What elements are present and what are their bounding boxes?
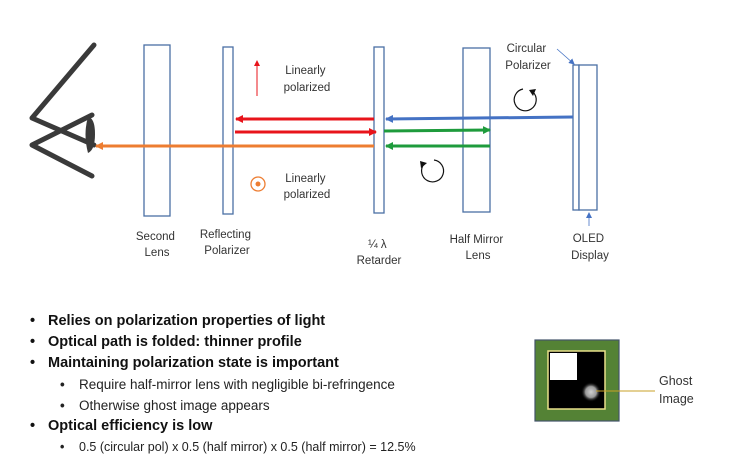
quarter-wave-retarder-element bbox=[373, 46, 385, 214]
sub-bullet-item: •Require half-mirror lens with negligibl… bbox=[60, 377, 395, 392]
linear-bottom-label: Linearly polarized bbox=[284, 173, 331, 201]
reflecting-polarizer-label: Reflecting Polarizer bbox=[200, 229, 254, 257]
circular-polarization-ccw-icon bbox=[420, 159, 445, 183]
second-lens-label: Second Lens bbox=[136, 231, 178, 259]
out-of-plane-polarization-icon bbox=[250, 176, 266, 192]
ghost-inset-bright-patch bbox=[550, 353, 577, 380]
bullet-list: •Relies on polarization properties of li… bbox=[28, 311, 416, 458]
bullet-item: •Optical path is folded: thinner profile bbox=[30, 334, 302, 350]
second-lens-element bbox=[143, 44, 171, 217]
quarter-wave-retarder-label: ¼ λ Retarder bbox=[357, 239, 402, 267]
bullet-item: •Optical efficiency is low bbox=[30, 418, 213, 434]
reflecting-polarizer-element bbox=[222, 46, 234, 215]
ghost-image-label: Ghost Image bbox=[659, 374, 696, 406]
sub-bullet-item: •0.5 (circular pol) x 0.5 (half mirror) … bbox=[60, 440, 416, 454]
circular-polarizer-label: Circular Polarizer bbox=[505, 43, 551, 72]
bullet-item: •Relies on polarization properties of li… bbox=[30, 313, 326, 329]
bullet-item: •Maintaining polarization state is impor… bbox=[30, 355, 339, 371]
circular-polarizer-element bbox=[572, 64, 580, 211]
linear-top-label: Linearly polarized bbox=[284, 65, 331, 94]
circular-polarization-cw-icon bbox=[513, 88, 537, 112]
ghost-image-spot bbox=[581, 382, 601, 402]
oled-display-element bbox=[578, 64, 598, 211]
circular-polarizer-pointer bbox=[556, 48, 575, 65]
sub-bullet-item: •Otherwise ghost image appears bbox=[60, 398, 270, 413]
half-mirror-lens-label: Half Mirror Lens bbox=[450, 234, 507, 262]
ghost-image-inset bbox=[534, 339, 655, 422]
oled-display-label: OLED Display bbox=[571, 233, 609, 262]
eye-icon bbox=[29, 42, 97, 179]
ray-green-to-mirror bbox=[383, 126, 491, 135]
ray-blue-from-display bbox=[385, 114, 574, 123]
